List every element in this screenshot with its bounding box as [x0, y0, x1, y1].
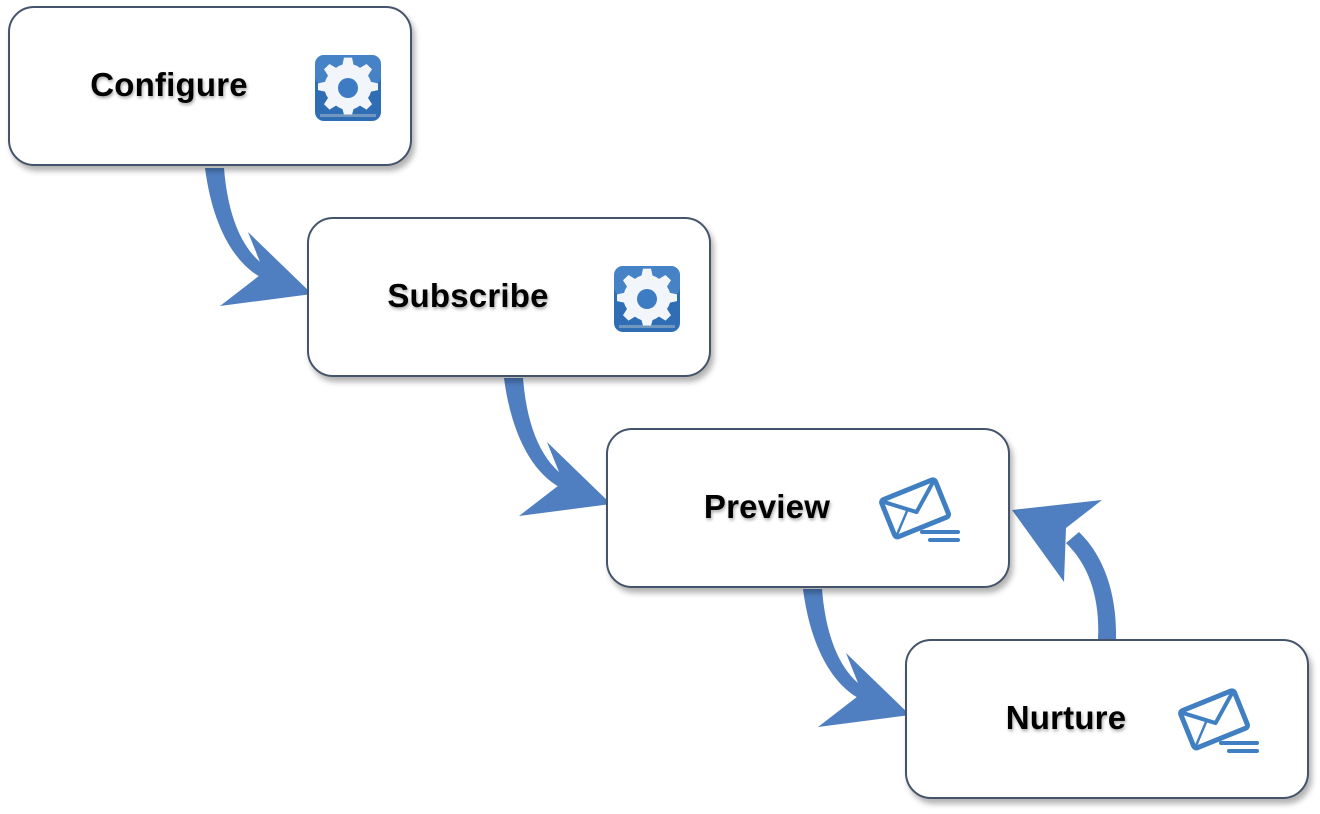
- step-label: Configure: [90, 66, 248, 103]
- envelope-icon: [1178, 688, 1259, 753]
- step-label: Subscribe: [387, 277, 549, 314]
- gear-icon: [614, 266, 680, 332]
- arrow-subscribe-to-preview: [504, 378, 611, 516]
- step-label: Preview: [703, 488, 831, 525]
- gear-icon: [315, 55, 381, 121]
- step-subscribe: Subscribe: [307, 217, 711, 377]
- arrow-nurture-to-preview: [1012, 500, 1117, 639]
- arrow-preview-to-nurture: [803, 589, 910, 727]
- step-preview: Preview: [606, 428, 1010, 588]
- step-configure: Configure: [8, 6, 412, 166]
- step-nurture: Nurture: [905, 639, 1309, 799]
- arrow-configure-to-subscribe: [205, 168, 312, 306]
- step-label: Nurture: [1005, 699, 1127, 736]
- envelope-icon: [879, 477, 960, 542]
